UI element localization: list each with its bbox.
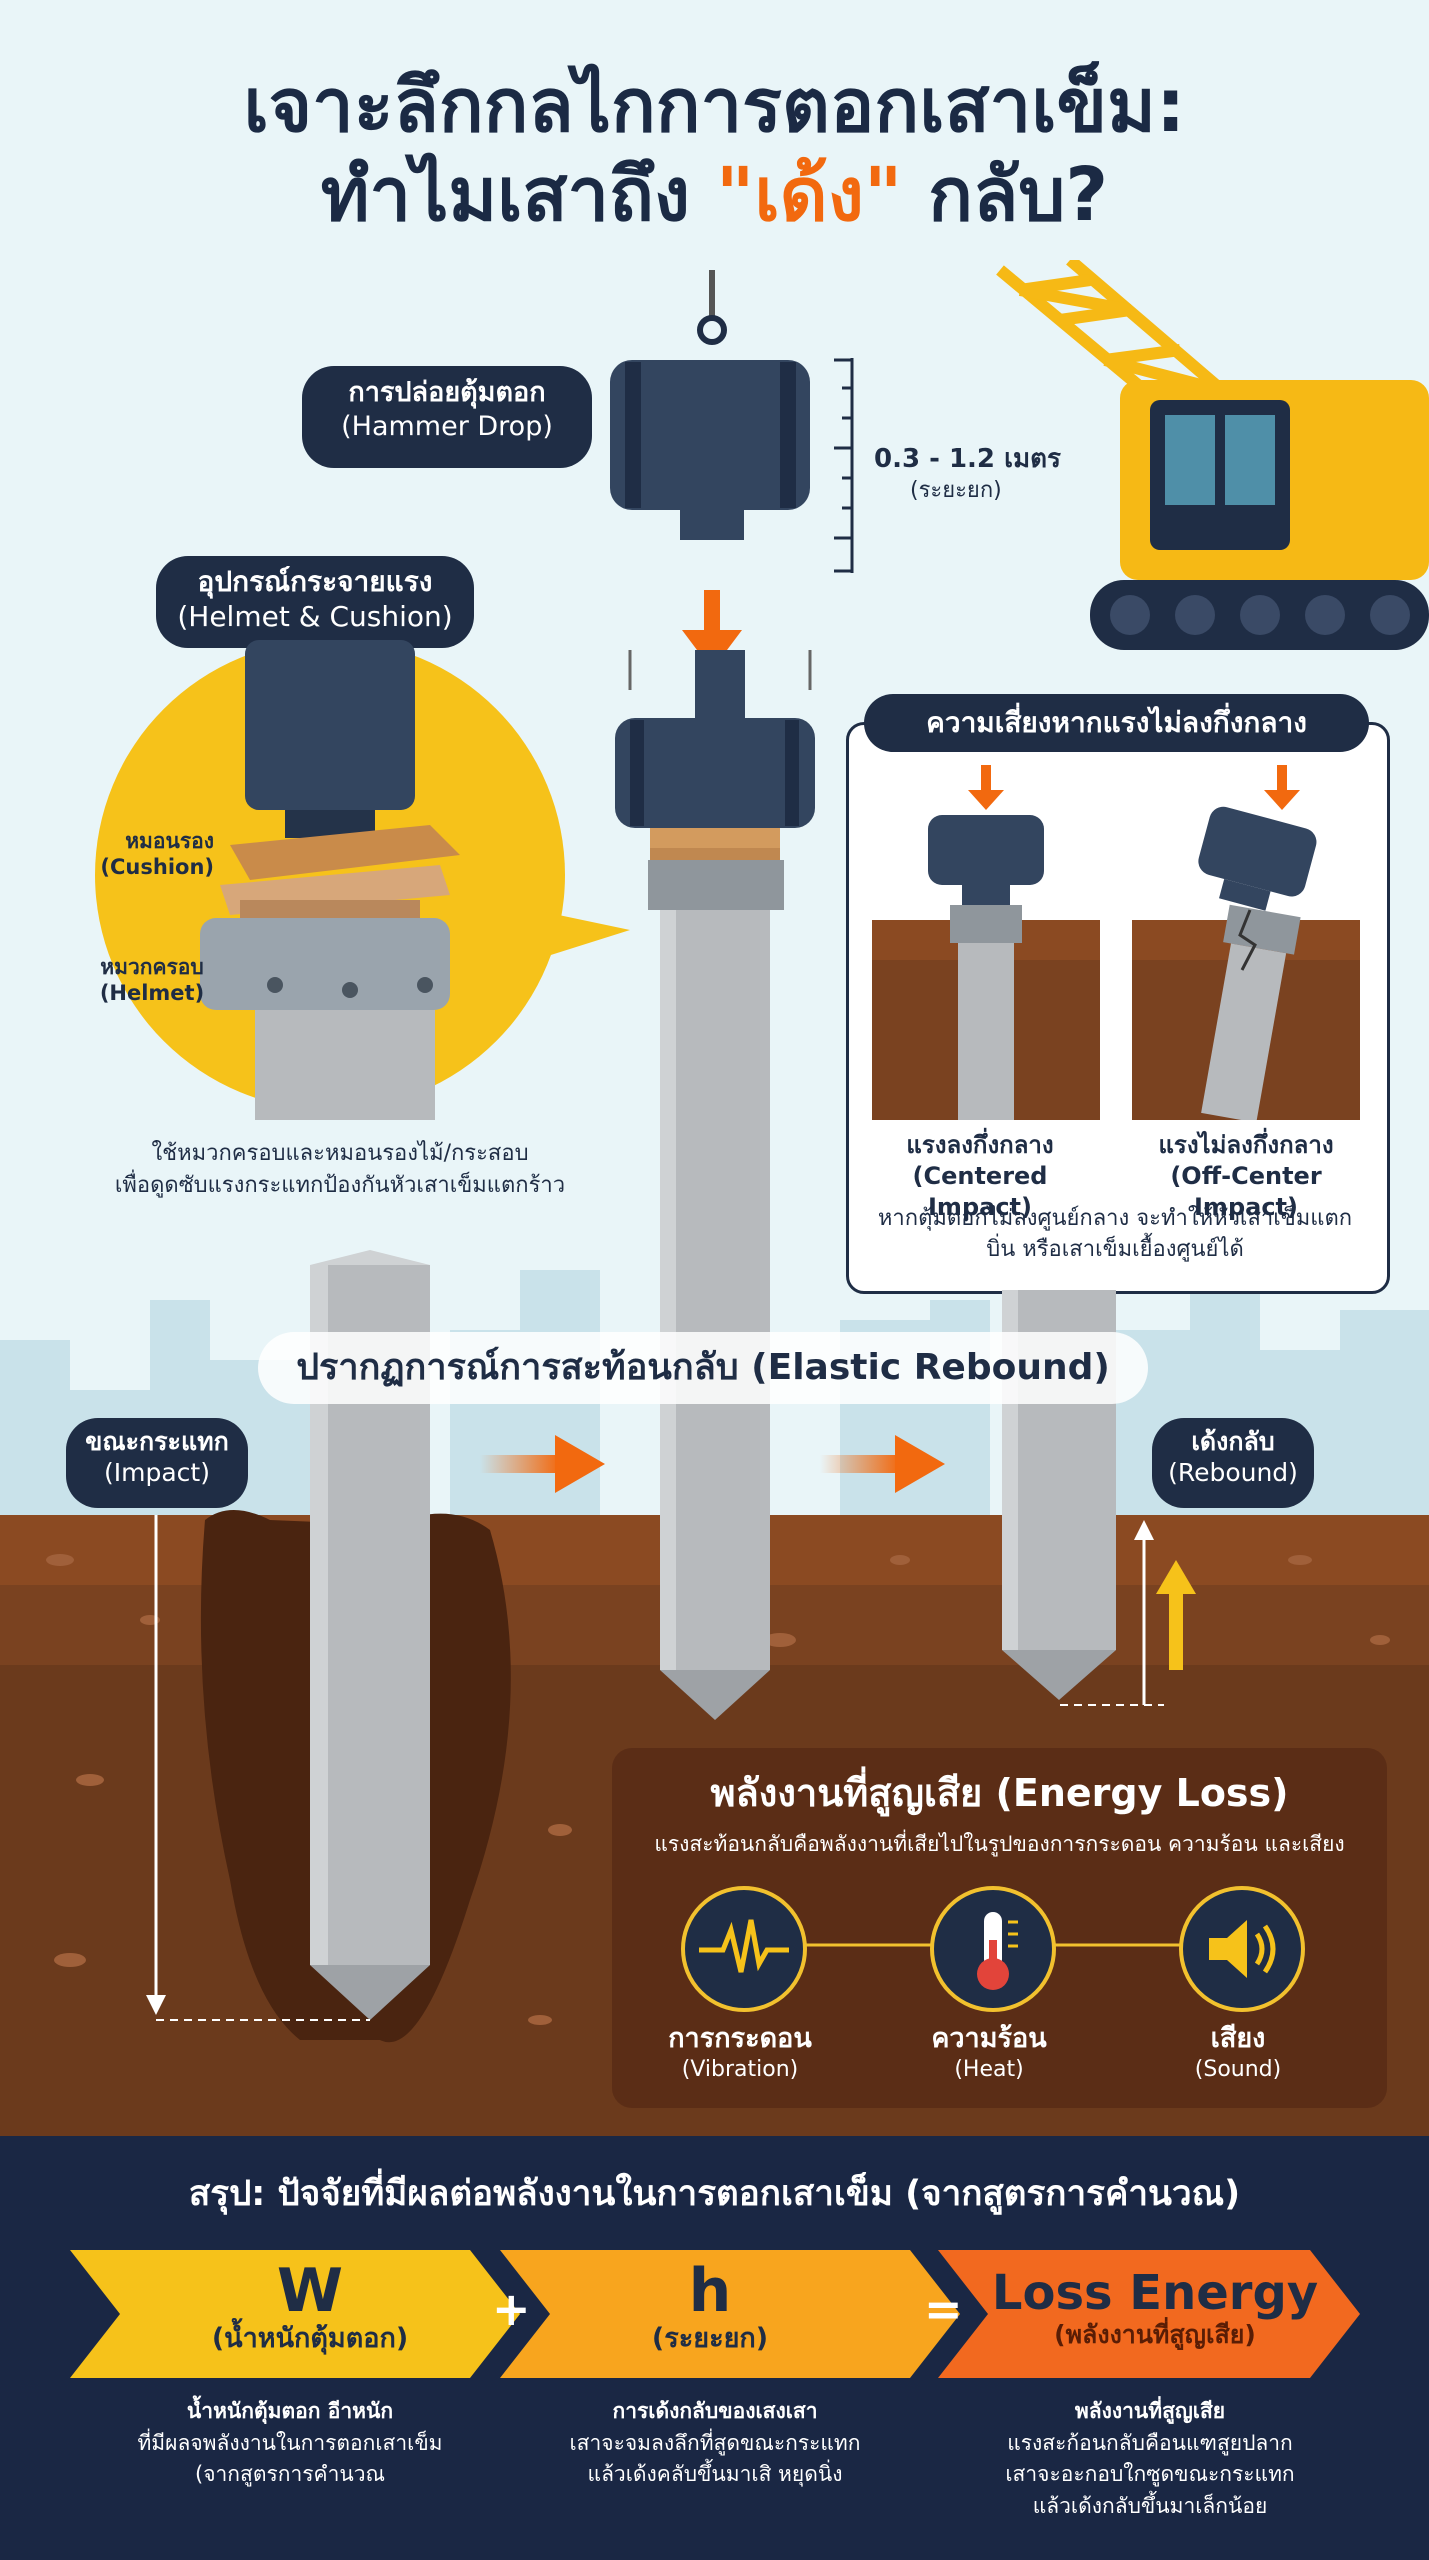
sound-th: เสียง: [1210, 2023, 1266, 2054]
loss-energy-symbol: Loss Energy: [991, 2265, 1319, 2321]
heat-en: (Heat): [954, 2056, 1024, 2082]
impact-label-th: ขณะกระแทก: [85, 1427, 229, 1456]
factor-height: h (ระยะยก): [560, 2258, 860, 2354]
vibration-th: การกระดอน: [668, 2023, 812, 2054]
rebound-yellow-arrow-icon: [1156, 1560, 1196, 1670]
factor-height-symbol: h: [688, 2256, 732, 2326]
energy-item-heat: ความร้อน (Heat): [889, 2022, 1089, 2083]
factor-weight-desc: น้ำหนักตุ้มตอก อีาหนัก ที่มีผลจพลังงานใน…: [80, 2396, 500, 2491]
weight-desc-line-1: น้ำหนักตุ้มตอก อีาหนัก: [186, 2399, 394, 2423]
hammer-drop-label: การปล่อยตุ้มตอก (Hammer Drop): [302, 366, 592, 468]
plus-sign: +: [492, 2282, 531, 2336]
page-title: เจาะลึกกลไกการตอกเสาเข็ม: ทำไมเสาถึง "เด…: [0, 62, 1429, 240]
heat-th: ความร้อน: [931, 2023, 1047, 2054]
rebound-label-en: (Rebound): [1168, 1458, 1298, 1488]
helmet-label-en: (Helmet): [99, 981, 205, 1006]
loss-desc-line-3: เสาจะอะกอบใกซูดขณะกระแทก: [1005, 2462, 1295, 2486]
helmet-cushion-label: อุปกรณ์กระจายแรง (Helmet & Cushion): [156, 556, 474, 648]
helmet-label-th: หมวกครอบ: [100, 955, 204, 979]
equals-sign: =: [924, 2282, 963, 2336]
sound-en: (Sound): [1194, 2056, 1282, 2082]
impact-label: ขณะกระแทก (Impact): [66, 1418, 248, 1508]
cushion-callout: หมอนรอง (Cushion): [94, 828, 214, 881]
rebound-label-th: เด้งกลับ: [1191, 1427, 1275, 1456]
weight-desc-line-2: ที่มีผลจพลังงานในการตอกเสาเข็ม: [137, 2430, 443, 2455]
helmet-title-th: อุปกรณ์กระจายแรง: [197, 565, 433, 598]
helmet-callout: หมวกครอบ (Helmet): [82, 954, 222, 1007]
title-line-2: ทำไมเสาถึง "เด้ง" กลับ?: [0, 151, 1429, 240]
helmet-description: ใช้หมวกครอบและหมอนรองไม้/กระสอบ เพื่อดูด…: [60, 1138, 620, 1202]
energy-loss-subtitle: แรงสะท้อนกลับคือพลังงานที่เสียไปในรูปของ…: [654, 1832, 1345, 1856]
cushion-label-th: หมอนรอง: [125, 829, 214, 853]
title-line-2-end: กลับ?: [902, 151, 1109, 238]
risk-desc-line-2: บิ่น หรือเสาเข็มเยื้องศูนย์ได้: [986, 1236, 1244, 1262]
middle-pile-illustration: [615, 650, 815, 1720]
risk-illustration: [872, 765, 1360, 1120]
drop-height-label: (ระยะยก): [910, 478, 1002, 503]
title-line-2-text: ทำไมเสาถึง: [320, 151, 716, 238]
title-highlight: "เด้ง": [715, 151, 903, 238]
factor-weight-symbol: W: [276, 2256, 344, 2326]
rebound-arrows: [480, 1435, 945, 1493]
hammer-top-illustration: [610, 270, 810, 670]
factor-loss-desc: พลังงานที่สูญเสีย แรงสะก้อนกลับคือนแฑสูย…: [940, 2396, 1360, 2522]
factor-weight: W (น้ำหนักตุ้มตอก): [130, 2258, 490, 2354]
thermometer-icon: [930, 1886, 1056, 2012]
loss-energy-label: (พลังงานที่สูญเสีย): [1054, 2320, 1256, 2350]
cushion-label-en: (Cushion): [100, 855, 214, 880]
hammer-drop-label-th: การปล่อยตุ้มตอก: [348, 377, 546, 408]
crane-illustration: [996, 260, 1429, 650]
centered-impact-th: แรงลงกึ่งกลาง: [906, 1131, 1054, 1159]
height-desc-line-2: เสาจะจมลงลึกที่สูดขณะกระแทก: [569, 2430, 861, 2455]
title-line-1: เจาะลึกกลไกการตอกเสาเข็ม:: [243, 63, 1186, 149]
weight-desc-line-3: (จากสูตรการคำนวณ: [195, 2462, 385, 2486]
height-desc-line-3: แล้วเด้งคลับขึ้นมาเสิ หยุดนิ่ง: [587, 2462, 843, 2486]
helmet-cushion-illustration: [95, 640, 630, 1120]
energy-item-vibration: การกระดอน (Vibration): [640, 2022, 840, 2083]
loss-desc-line-1: พลังงานที่สูญเสีย: [1074, 2399, 1226, 2423]
helmet-title-en: (Helmet & Cushion): [177, 600, 453, 633]
centered-impact-label: แรงลงกึ่งกลาง (Centered Impact): [860, 1130, 1100, 1224]
impact-depth-arrow-icon: [146, 1515, 370, 2021]
height-ruler-icon: [834, 358, 854, 573]
offcenter-impact-th: แรงไม่ลงกึ่งกลาง: [1158, 1131, 1334, 1159]
hammer-drop-label-en: (Hammer Drop): [341, 410, 553, 442]
offcenter-impact-label: แรงไม่ลงกึ่งกลาง (Off-Center Impact): [1116, 1130, 1376, 1224]
vibration-en: (Vibration): [681, 2056, 799, 2082]
offcenter-impact-en: (Off-Center Impact): [1170, 1162, 1322, 1222]
drop-height-value: 0.3 - 1.2 เมตร: [874, 444, 1061, 474]
summary-chevrons: [70, 2250, 1360, 2378]
energy-loss-title: พลังงานที่สูญเสีย (Energy Loss): [710, 1771, 1289, 1815]
loss-desc-line-2: แรงสะก้อนกลับคือนแฑสูยปลาก: [1007, 2430, 1293, 2455]
impact-label-en: (Impact): [104, 1458, 210, 1488]
elastic-rebound-banner: ปรากฏการณ์การสะท้อนกลับ (Elastic Rebound…: [258, 1332, 1148, 1404]
factor-height-label: (ระยะยก): [651, 2323, 769, 2354]
loss-desc-line-4: แล้วเด้งกลับขึ้นมาเล็กน้อย: [1032, 2493, 1268, 2518]
centered-impact-en: (Centered Impact): [912, 1162, 1048, 1222]
helmet-desc-line-1: ใช้หมวกครอบและหมอนรองไม้/กระสอบ: [151, 1141, 529, 1166]
height-desc-line-1: การเด้งกลับของเสงเสา: [612, 2399, 818, 2423]
vibration-icon: [681, 1886, 807, 2012]
rebound-label: เด้งกลับ (Rebound): [1152, 1418, 1314, 1508]
factor-height-desc: การเด้งกลับของเสงเสา เสาจะจมลงลึกที่สูดข…: [505, 2396, 925, 2491]
factor-weight-label: (น้ำหนักตุ้มตอก): [211, 2323, 409, 2354]
rebound-up-arrow-icon: [1060, 1520, 1164, 1706]
summary-title: สรุป: ปัจจัยที่มีผลต่อพลังงานในการตอกเสา…: [188, 2174, 1241, 2214]
helmet-desc-line-2: เพื่อดูดซับแรงกระแทกป้องกันหัวเสาเข็มแตก…: [114, 1172, 566, 1198]
risk-title: ความเสี่ยงหากแรงไม่ลงกึ่งกลาง: [864, 694, 1369, 752]
speaker-icon: [1179, 1886, 1305, 2012]
energy-item-sound: เสียง (Sound): [1138, 2022, 1338, 2083]
risk-desc-line-1: หากตุ้มตอกไม่ลงศูนย์กลาง จะทำให้หัวเสาเข…: [877, 1206, 1353, 1231]
factor-loss-energy: Loss Energy (พลังงานที่สูญเสีย): [975, 2265, 1335, 2350]
risk-description: หากตุ้มตอกไม่ลงศูนย์กลาง จะทำให้หัวเสาเข…: [852, 1204, 1378, 1266]
